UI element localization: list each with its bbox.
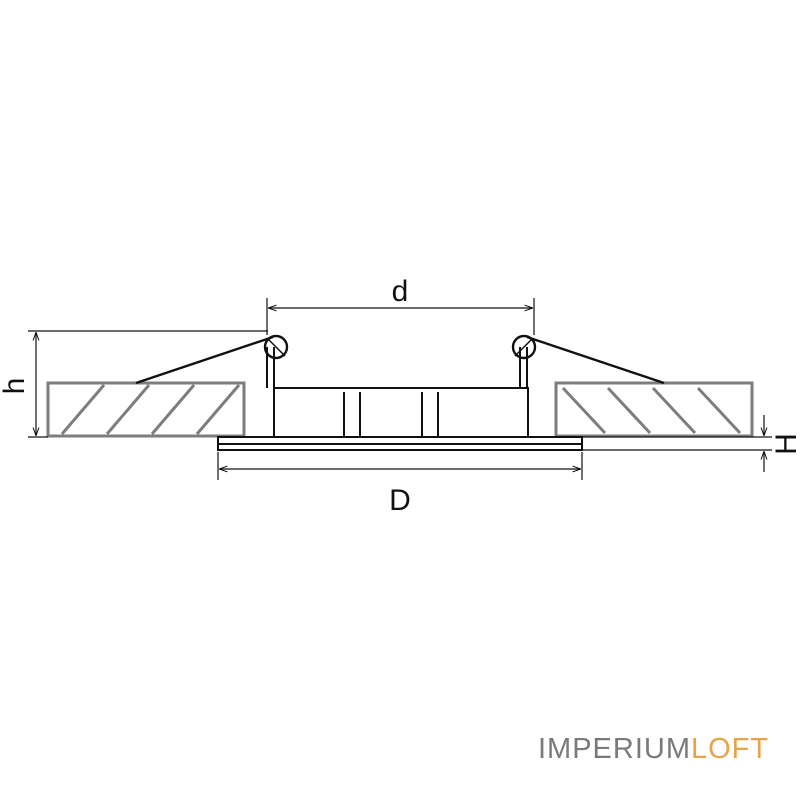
- watermark-part-2: LOFT: [691, 733, 770, 765]
- ceiling-panel-left: [46, 381, 246, 438]
- spring-clip-left: [135, 334, 289, 385]
- dimension-h: [28, 330, 268, 438]
- fixture-body: [266, 347, 529, 438]
- imperiumloft-watermark: IMPERIUMLOFT: [538, 733, 769, 766]
- dimension-label-d: d: [392, 275, 409, 308]
- dimension-label-h: h: [0, 378, 31, 395]
- dimension-label-D: D: [389, 484, 411, 517]
- dimension-H: [582, 415, 772, 472]
- ceiling-panel-right: [554, 381, 754, 438]
- spring-clip-right: [511, 334, 665, 385]
- dimension-d: [266, 298, 535, 335]
- watermark-part-1: IMPERIUM: [538, 733, 691, 765]
- fixture-flange: [217, 436, 583, 451]
- dimension-label-H: H: [770, 433, 800, 455]
- dimension-D: [217, 452, 583, 480]
